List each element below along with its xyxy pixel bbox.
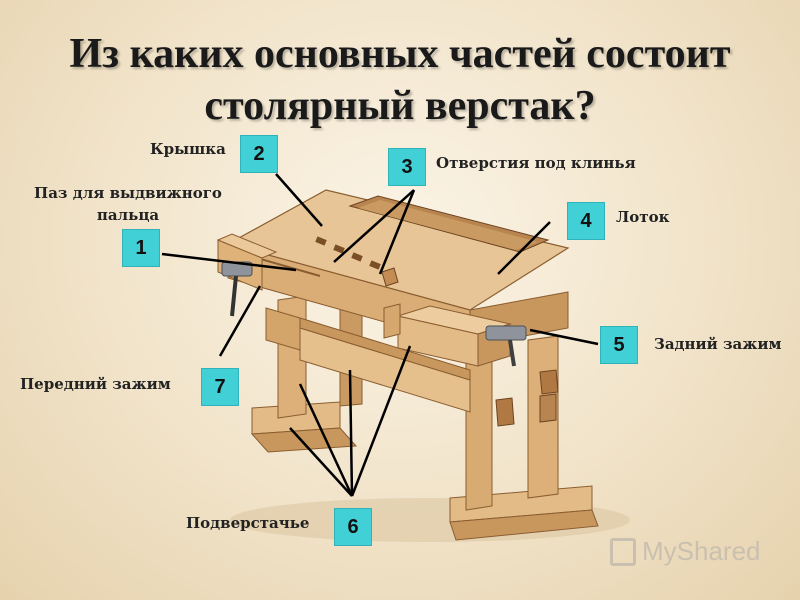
badge-7: 7 <box>201 368 239 406</box>
badge-4: 4 <box>567 202 605 240</box>
label-otverstiya: Отверстия под клинья <box>436 154 636 172</box>
label-zadniy-zazhim: Задний зажим <box>654 335 782 353</box>
label-lotok: Лоток <box>616 208 670 226</box>
projector-board-icon <box>610 537 636 566</box>
badge-1: 1 <box>122 229 160 267</box>
watermark-text: MyShared <box>642 536 761 566</box>
title-line-1: Из каких основных частей состоит <box>69 31 731 77</box>
badge-5: 5 <box>600 326 638 364</box>
watermark: MyShared <box>610 536 761 567</box>
label-kryshka: Крышка <box>150 140 226 158</box>
badge-2: 2 <box>240 135 278 173</box>
label-paz: Паз для выдвижного пальца <box>34 184 222 224</box>
badge-3: 3 <box>388 148 426 186</box>
page-title: Из каких основных частей состоит столярн… <box>0 28 800 132</box>
label-podverstachye: Подверстачье <box>186 514 310 532</box>
label-peredniy-zazhim: Передний зажим <box>20 375 171 393</box>
title-line-2: столярный верстак? <box>204 83 596 129</box>
badge-6: 6 <box>334 508 372 546</box>
